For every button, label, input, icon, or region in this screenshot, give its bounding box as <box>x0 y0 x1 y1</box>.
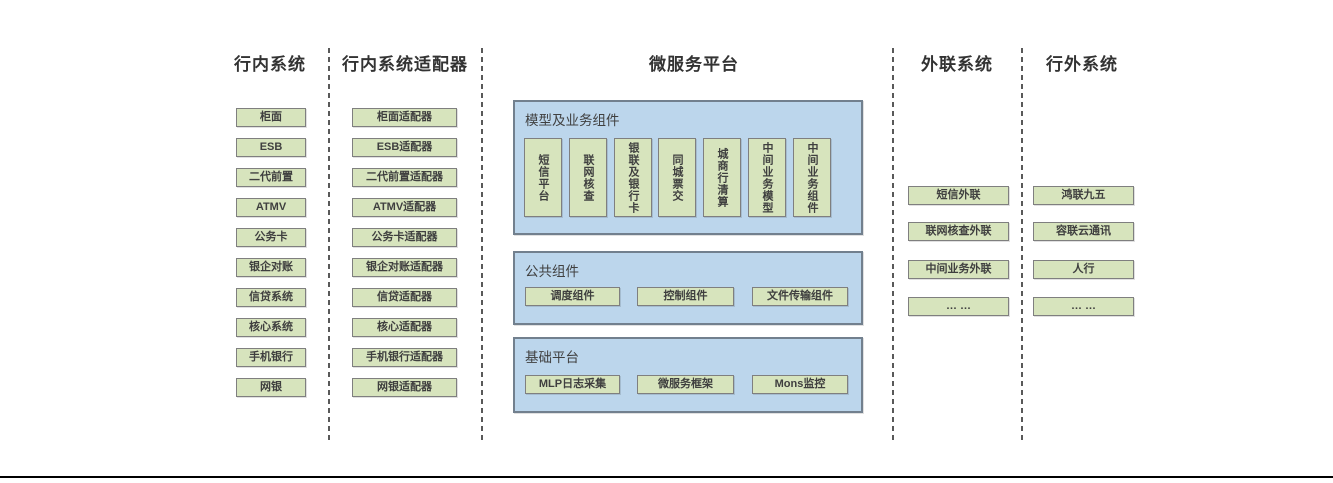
node-box: 公务卡适配器 <box>352 228 457 247</box>
node-box: 短信外联 <box>908 186 1009 205</box>
node-box: 信贷系统 <box>236 288 306 307</box>
node-box: 网银 <box>236 378 306 397</box>
node-box: 城商行清算 <box>703 138 741 217</box>
node-box: 控制组件 <box>637 287 734 306</box>
panel-title: 模型及业务组件 <box>525 113 620 128</box>
node-box: 文件传输组件 <box>752 287 848 306</box>
panel-title: 公共组件 <box>525 264 579 279</box>
column-title-internal-systems: 行内系统 <box>234 55 306 74</box>
node-box: ESB适配器 <box>352 138 457 157</box>
node-box: 微服务框架 <box>637 375 734 394</box>
node-box: 信贷适配器 <box>352 288 457 307</box>
node-box: 中间业务模型 <box>748 138 786 217</box>
dashed-divider <box>481 48 483 444</box>
node-box: 短信平台 <box>524 138 562 217</box>
node-box: 手机银行适配器 <box>352 348 457 367</box>
node-box: 公务卡 <box>236 228 306 247</box>
node-box: ATMV <box>236 198 306 217</box>
node-box: 银联及银行卡 <box>614 138 652 217</box>
node-box: 银企对账 <box>236 258 306 277</box>
node-box: 同城票交 <box>658 138 696 217</box>
dashed-divider <box>892 48 894 444</box>
node-box: 二代前置适配器 <box>352 168 457 187</box>
node-box: 中间业务外联 <box>908 260 1009 279</box>
node-box: ATMV适配器 <box>352 198 457 217</box>
node-box: 柜面 <box>236 108 306 127</box>
node-box: 柜面适配器 <box>352 108 457 127</box>
node-box: ESB <box>236 138 306 157</box>
node-box: 联网核查外联 <box>908 222 1009 241</box>
node-box: 二代前置 <box>236 168 306 187</box>
node-box: 人行 <box>1033 260 1134 279</box>
node-box: 银企对账适配器 <box>352 258 457 277</box>
node-box: 网银适配器 <box>352 378 457 397</box>
node-box: 调度组件 <box>525 287 620 306</box>
node-box: Mons监控 <box>752 375 848 394</box>
column-title-external-systems: 行外系统 <box>1046 55 1118 74</box>
node-box: … … <box>1033 297 1134 316</box>
node-box: 中间业务组件 <box>793 138 831 217</box>
node-box: 手机银行 <box>236 348 306 367</box>
dashed-divider <box>328 48 330 444</box>
node-box: 联网核查 <box>569 138 607 217</box>
node-box: 核心适配器 <box>352 318 457 337</box>
bottom-border-line <box>0 476 1333 478</box>
node-box: … … <box>908 297 1009 316</box>
column-title-internal-adapters: 行内系统适配器 <box>342 55 468 74</box>
dashed-divider <box>1021 48 1023 444</box>
node-box: 鸿联九五 <box>1033 186 1134 205</box>
node-box: 核心系统 <box>236 318 306 337</box>
panel-title: 基础平台 <box>525 350 579 365</box>
node-box: 容联云通讯 <box>1033 222 1134 241</box>
column-title-outreach-systems: 外联系统 <box>921 55 993 74</box>
column-title-microservice-platform: 微服务平台 <box>649 55 739 74</box>
node-box: MLP日志采集 <box>525 375 620 394</box>
